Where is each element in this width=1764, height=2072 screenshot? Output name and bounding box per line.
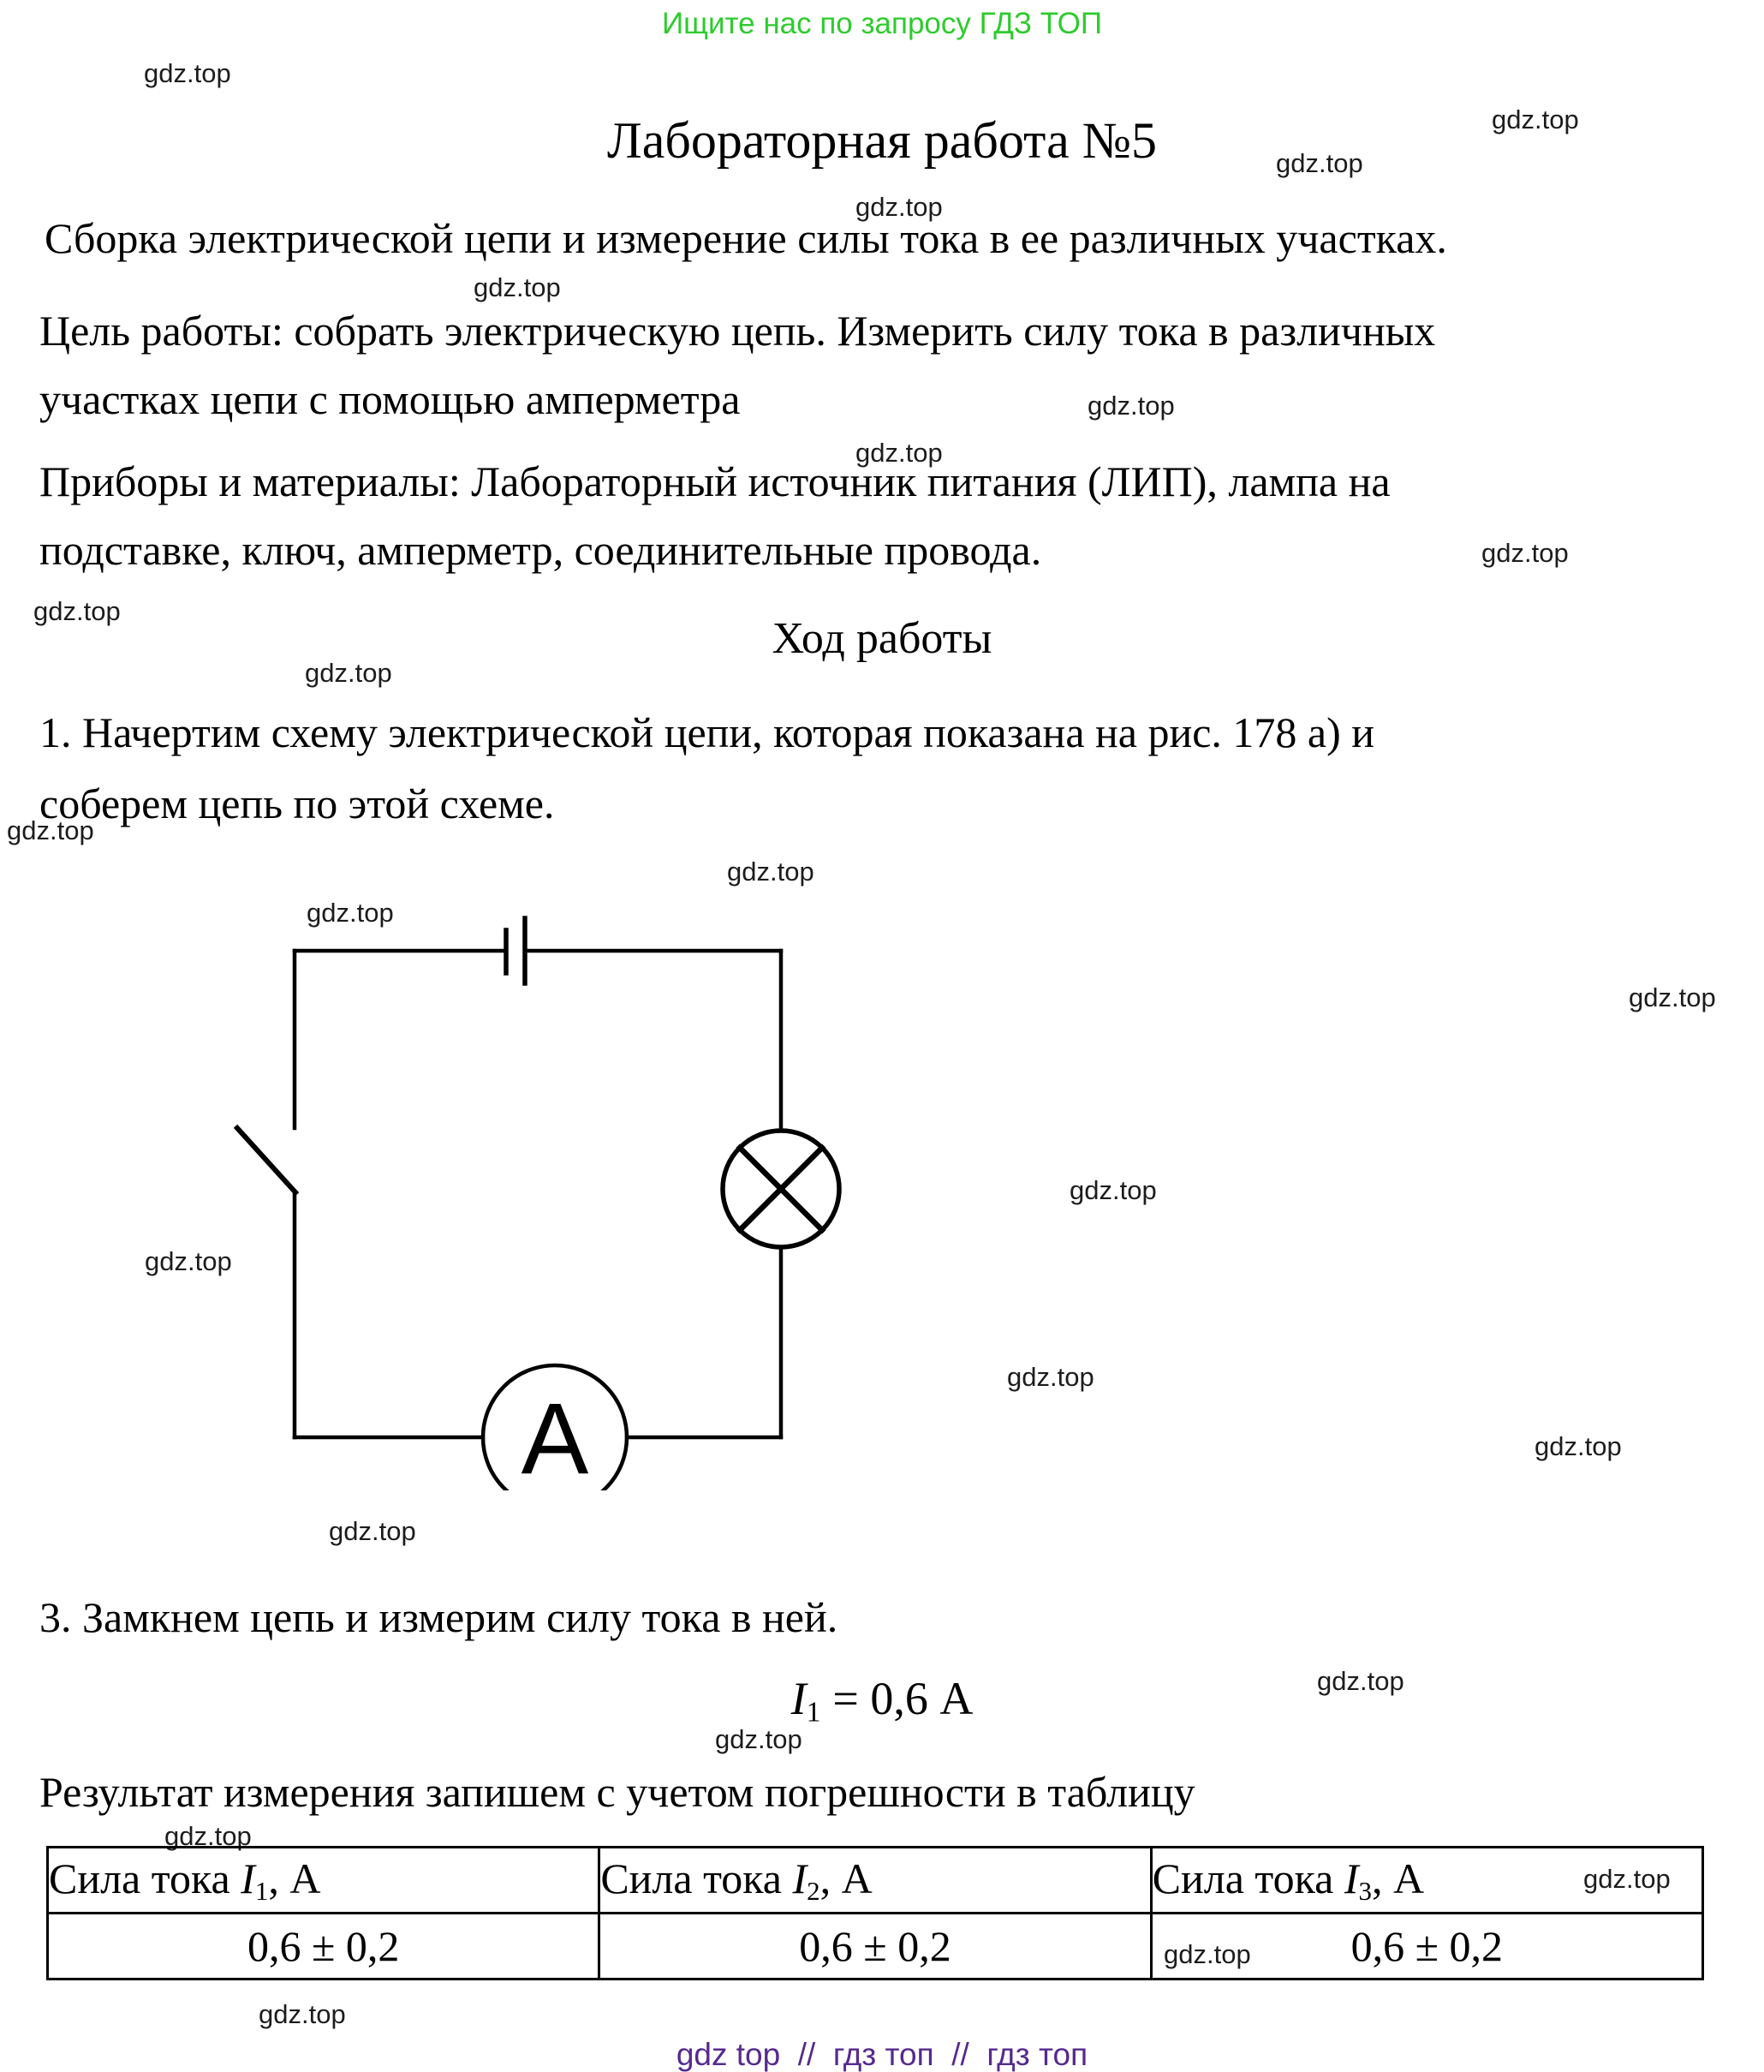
gdz-watermark: gdz.top [1276, 148, 1363, 178]
gdz-watermark: gdz.top [855, 192, 943, 222]
header-symbol: I [241, 1854, 255, 1903]
results-intro: Результат измерения запишем с учетом пог… [39, 1768, 1195, 1816]
header-text: Сила тока [49, 1854, 241, 1903]
step3-paragraph: 3. Замкнем цепь и измерим силу тока в не… [39, 1593, 838, 1641]
header-cell-i1: Сила тока I1, А [45, 1846, 601, 1914]
header-subscript: 2 [807, 1875, 820, 1906]
gdz-watermark: gdz.top [1317, 1666, 1404, 1696]
header-subscript: 3 [1358, 1875, 1372, 1906]
step1-line-1: 1. Начертим схему электрической цепи, ко… [39, 708, 1375, 756]
gdz-watermark: gdz.top [1535, 1431, 1622, 1461]
lamp-cross-icon [736, 1143, 826, 1234]
footer-links: gdz top // гдз топ // гдз топ [676, 2037, 1088, 2072]
header-unit: , А [819, 1854, 873, 1903]
gdz-watermark: gdz.top [144, 58, 231, 88]
page-title: Лабораторная работа №5 [607, 112, 1157, 169]
gdz-watermark: gdz.top [164, 1821, 252, 1851]
header-text: Сила тока [1152, 1854, 1344, 1903]
gdz-watermark: gdz.top [474, 272, 561, 302]
gdz-watermark: gdz.top [307, 898, 394, 928]
value-cell-i1: 0,6 ± 0,2 [45, 1912, 601, 1980]
step1-line-2: соберем цепь по этой схеме. [39, 779, 555, 827]
subtitle: Сборка электрической цепи и измерение си… [45, 214, 1447, 262]
formula-symbol: I [790, 1673, 807, 1724]
gdz-watermark: gdz.top [305, 658, 392, 688]
table-header-row: Сила тока I1, А Сила тока I2, А Сила ток… [45, 1846, 1705, 1914]
header-subscript: 1 [254, 1875, 269, 1906]
step1-paragraph: 1. Начертим схему электрической цепи, ко… [39, 697, 1374, 839]
table-value-row: 0,6 ± 0,2 0,6 ± 0,2 0,6 ± 0,2 [45, 1912, 1705, 1980]
formula-subscript: 1 [806, 1696, 821, 1729]
equipment-paragraph: Приборы и материалы: Лабораторный источн… [39, 447, 1391, 584]
header-text: Сила тока [600, 1854, 793, 1903]
gdz-watermark: gdz.top [1007, 1362, 1094, 1392]
header-symbol: I [792, 1854, 808, 1903]
equipment-line-2: подставке, ключ, амперметр, соединительн… [39, 526, 1042, 574]
equipment-line-1: Приборы и материалы: Лабораторный источн… [39, 457, 1391, 505]
ammeter-label: A [521, 1382, 589, 1490]
gdz-watermark: gdz.top [33, 596, 121, 626]
header-cell-i2: Сила тока I2, А [598, 1846, 1153, 1914]
gdz-watermark: gdz.top [7, 815, 94, 845]
header-symbol: I [1344, 1854, 1359, 1903]
value-cell-i3: 0,6 ± 0,2 [1149, 1912, 1705, 1980]
results-table: Сила тока I1, А Сила тока I2, А Сила ток… [45, 1846, 1705, 1980]
value-cell-i2: 0,6 ± 0,2 [598, 1912, 1153, 1980]
header-unit: , А [268, 1854, 321, 1903]
goal-paragraph: Цель работы: собрать электрическую цепь.… [39, 296, 1435, 433]
goal-line-1: Цель работы: собрать электрическую цепь.… [39, 307, 1436, 355]
procedure-heading: Ход работы [772, 614, 992, 663]
gdz-watermark: gdz.top [329, 1516, 416, 1546]
header-cell-i3: Сила тока I3, А [1149, 1846, 1705, 1914]
switch-blade-icon [233, 1124, 300, 1197]
formula-value: = 0,6 А [832, 1673, 974, 1724]
gdz-watermark: gdz.top [1070, 1175, 1157, 1205]
header-unit: , А [1371, 1854, 1425, 1903]
gdz-watermark: gdz.top [1629, 982, 1716, 1012]
gdz-watermark: gdz.top [145, 1246, 232, 1276]
current-formula: I1 = 0,6 А [0, 1672, 1764, 1729]
gdz-watermark: gdz.top [1492, 104, 1579, 134]
promo-banner: Ищите нас по запросу ГДЗ ТОП [662, 7, 1102, 40]
circuit-diagram: A [233, 916, 842, 1490]
gdz-watermark: gdz.top [1481, 538, 1569, 568]
gdz-watermark: gdz.top [855, 438, 943, 468]
gdz-watermark: gdz.top [715, 1724, 802, 1754]
gdz-watermark: gdz.top [727, 857, 814, 887]
gdz-watermark: gdz.top [1088, 391, 1175, 421]
gdz-watermark: gdz.top [259, 1999, 346, 2029]
goal-line-2: участках цепи с помощью амперметра [39, 375, 741, 423]
